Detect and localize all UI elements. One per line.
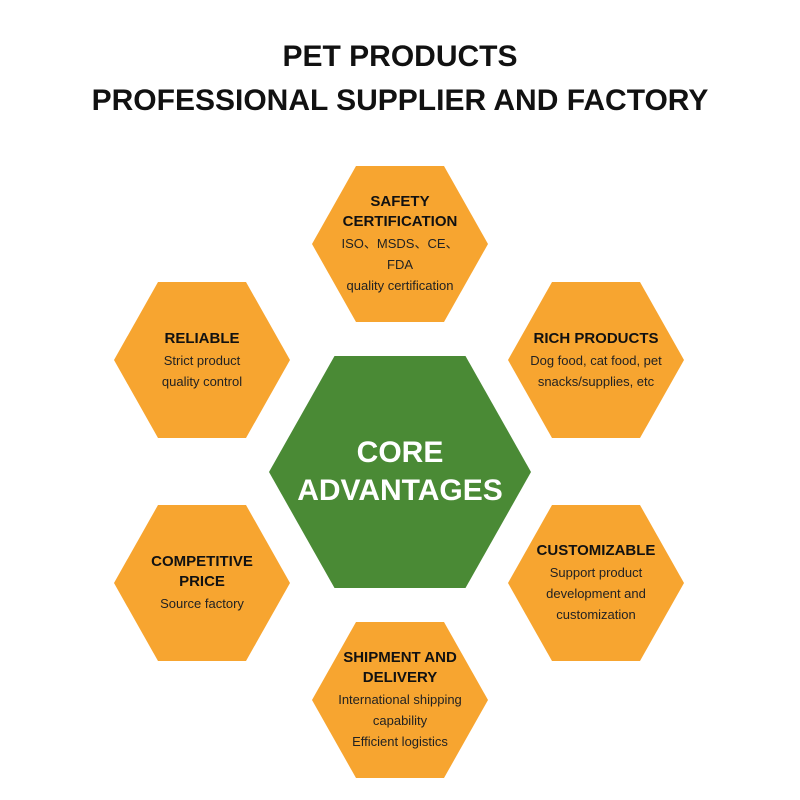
heading-line: SAFETY xyxy=(370,193,430,210)
description-line: Strict product xyxy=(163,352,241,368)
heading-line: RELIABLE xyxy=(164,329,240,347)
advantage-heading: SHIPMENT AND DELIVERY xyxy=(321,648,479,688)
heading-line: SHIPMENT AND xyxy=(343,649,457,666)
advantage-heading: COMPETITIVE PRICE xyxy=(129,552,275,592)
description-line: Dog food, cat food, pet xyxy=(530,352,662,368)
advantage-competitive-price: COMPETITIVE PRICE Source factory xyxy=(114,505,290,661)
core-label-line-1: CORE xyxy=(356,436,444,469)
advantage-description: ISO、MSDS、CE、FDA quality certification xyxy=(312,233,488,296)
heading-line: PRICE xyxy=(179,573,225,590)
description-line: quality certification xyxy=(346,278,454,293)
advantage-rich-products: RICH PRODUCTS Dog food, cat food, pet sn… xyxy=(508,282,684,438)
page-title: PET PRODUCTS xyxy=(282,40,518,73)
heading-line: COMPETITIVE xyxy=(151,553,253,570)
advantage-reliable: RELIABLE Strict product quality control xyxy=(114,282,290,438)
advantage-heading: RELIABLE xyxy=(143,329,262,349)
advantage-shipment-delivery: SHIPMENT AND DELIVERY International ship… xyxy=(312,622,488,778)
advantage-description: International shipping capability Effici… xyxy=(320,689,480,752)
description-line: ISO、MSDS、CE、FDA xyxy=(341,236,459,272)
heading-line: RICH PRODUCTS xyxy=(533,329,659,347)
advantage-heading: RICH PRODUCTS xyxy=(511,329,680,349)
core-label-line-2: ADVANTAGES xyxy=(297,474,503,507)
core-advantages-hexagon: CORE ADVANTAGES xyxy=(269,356,531,588)
description-line: Source factory xyxy=(160,596,244,611)
advantage-description: Support product development and customiz… xyxy=(528,562,664,625)
advantage-customizable: CUSTOMIZABLE Support product development… xyxy=(508,505,684,661)
advantage-heading: CUSTOMIZABLE xyxy=(515,541,678,561)
advantage-heading: SAFETY CERTIFICATION xyxy=(321,192,480,232)
description-line: snacks/supplies, etc xyxy=(537,373,655,389)
description-line: customization xyxy=(556,607,636,622)
description-line: Efficient logistics xyxy=(352,734,448,749)
heading-line: DELIVERY xyxy=(362,669,438,686)
description-line: Support product xyxy=(549,565,643,580)
description-line: International shipping xyxy=(338,692,462,707)
advantage-description: Source factory xyxy=(142,593,262,614)
description-line: development and xyxy=(546,586,646,601)
heading-line: CERTIFICATION xyxy=(342,213,458,230)
description-line: capability xyxy=(372,713,428,728)
advantage-safety-certification: SAFETY CERTIFICATION ISO、MSDS、CE、FDA qua… xyxy=(312,166,488,322)
advantage-description: Dog food, cat food, pet snacks/supplies,… xyxy=(512,350,680,392)
page-subtitle: PROFESSIONAL SUPPLIER AND FACTORY xyxy=(91,84,709,117)
advantage-description: Strict product quality control xyxy=(144,350,260,392)
description-line: quality control xyxy=(161,373,243,389)
heading-line: CUSTOMIZABLE xyxy=(536,542,656,559)
